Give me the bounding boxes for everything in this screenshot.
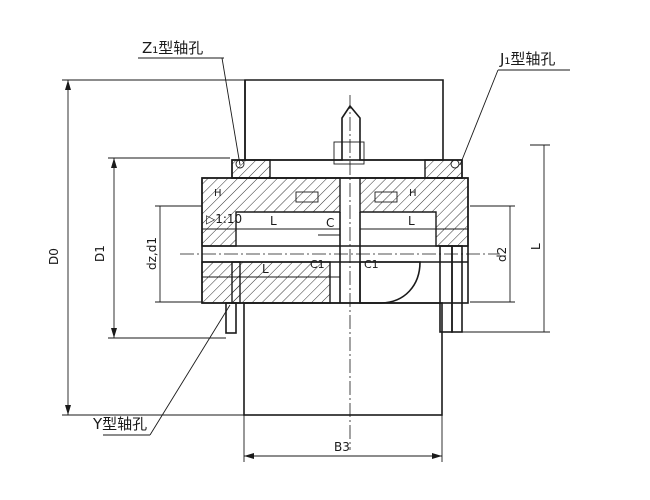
arrowheads (65, 80, 442, 459)
dim-D1: D1 (93, 245, 107, 262)
label-C1-right: C1 (364, 258, 379, 271)
dim-D0: D0 (47, 248, 61, 265)
right-shaft (225, 245, 463, 334)
label-taper: ▷1:10 (206, 212, 242, 226)
dim-L-right: L (529, 243, 543, 250)
label-C1-left: C1 (310, 258, 325, 271)
label-C: C (326, 216, 334, 230)
label-H-right: H (409, 188, 417, 199)
dim-dz-d1: dz,d1 (145, 237, 159, 270)
dim-d2: d2 (495, 247, 509, 262)
dim-B3: B3 (334, 440, 350, 454)
label-L-upper-left: L (270, 214, 277, 228)
drum-bottom (243, 302, 443, 416)
drum-top (244, 79, 444, 161)
label-y-bore: Y型轴孔 (92, 415, 147, 433)
hub-body (201, 177, 469, 304)
sleeve-flange (231, 141, 463, 179)
label-z1-bore: Z₁型轴孔 (142, 39, 203, 57)
label-L-lower: L (262, 262, 269, 276)
label-H-left: H (214, 188, 222, 199)
label-L-upper-right: L (408, 214, 415, 228)
dimension-lines (62, 79, 550, 462)
leader-lines (103, 57, 570, 436)
label-j1-bore: J₁型轴孔 (499, 50, 555, 68)
